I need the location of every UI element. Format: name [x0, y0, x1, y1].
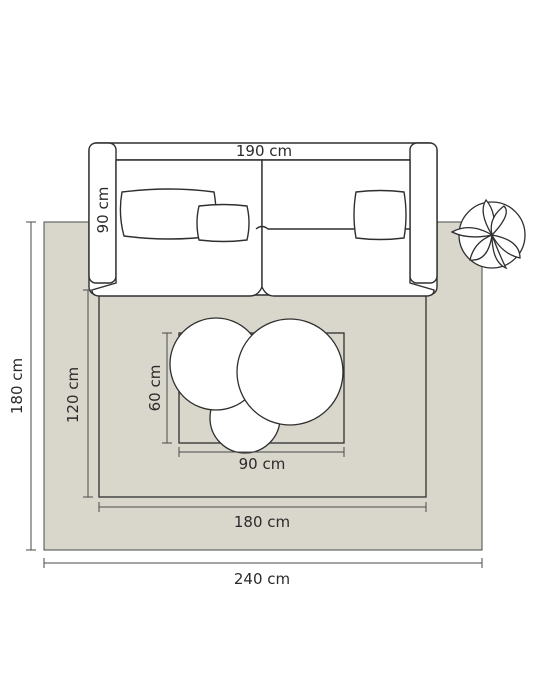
rug-width-label: 240 cm	[234, 570, 290, 588]
table-width-label: 90 cm	[239, 455, 286, 473]
sofa-depth-label: 90 cm	[94, 187, 112, 234]
sofa	[88, 142, 438, 297]
inner-height-label: 120 cm	[64, 367, 82, 423]
sofa-width-label: 190 cm	[236, 142, 292, 160]
dimension-lines	[26, 221, 483, 568]
cushion-small-left	[196, 203, 250, 243]
sofa-right-arm	[409, 142, 438, 284]
round-table-right	[236, 318, 344, 426]
sofa-seat-right	[261, 159, 435, 297]
table-height-label: 60 cm	[146, 365, 164, 412]
rug-height-label: 180 cm	[8, 358, 26, 414]
potted-plant-icon	[450, 198, 526, 270]
inner-width-label: 180 cm	[234, 513, 290, 531]
sofa-seat-crease	[255, 225, 410, 230]
cushion-right	[353, 189, 407, 241]
round-tables	[169, 317, 344, 454]
